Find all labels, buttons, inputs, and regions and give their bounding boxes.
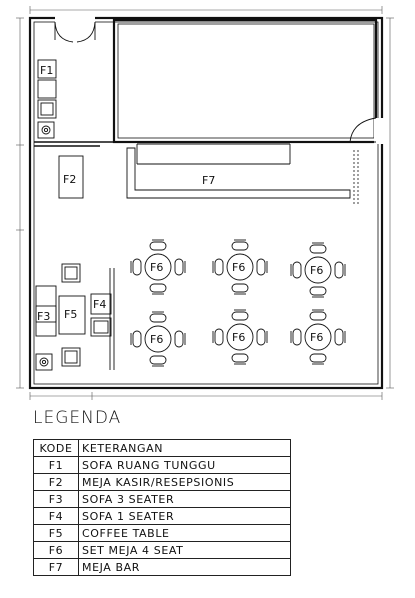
- table-set: F6: [212, 239, 268, 295]
- cashier-desk: [58, 155, 84, 199]
- lounge-divider: [109, 268, 115, 370]
- table-set: F6: [212, 309, 268, 365]
- legend-description: SOFA RUANG TUNGGU: [78, 456, 291, 474]
- label-f2: F2: [63, 173, 76, 186]
- chair: [132, 330, 142, 348]
- chair: [231, 241, 249, 251]
- chair: [231, 311, 249, 321]
- kitchen-door: [349, 117, 384, 144]
- chair: [174, 258, 184, 276]
- window-marks: [353, 150, 359, 205]
- dimension-lines: [16, 6, 394, 400]
- legend-description: MEJA BAR: [78, 558, 291, 576]
- round-table: [226, 253, 254, 281]
- chair: [149, 313, 167, 323]
- legend-code: F2: [33, 473, 79, 491]
- label-f4: F4: [93, 298, 106, 311]
- left-partition: [34, 141, 118, 147]
- legend-table: KODE KETERANGAN F1 SOFA RUANG TUNGGU F2 …: [33, 439, 291, 576]
- legend-header-code: KODE: [33, 439, 79, 457]
- legend-code: F4: [33, 507, 79, 525]
- table-set: F6: [290, 242, 346, 298]
- bar-counter: [126, 143, 351, 199]
- legend-code: F3: [33, 490, 79, 508]
- table-set: F6: [130, 311, 186, 367]
- chair: [309, 311, 327, 321]
- chair: [256, 328, 266, 346]
- chair: [334, 328, 344, 346]
- label-f6: F6: [232, 261, 245, 274]
- chair: [309, 353, 327, 363]
- chair: [149, 355, 167, 365]
- legend-description: COFFEE TABLE: [78, 524, 291, 542]
- chair: [214, 328, 224, 346]
- legend-description: SET MEJA 4 SEAT: [78, 541, 291, 559]
- label-f5: F5: [64, 308, 77, 321]
- legend-row: F1 SOFA RUANG TUNGGU: [33, 456, 291, 474]
- chair: [334, 261, 344, 279]
- label-f6: F6: [232, 331, 245, 344]
- chair: [132, 258, 142, 276]
- chair: [214, 258, 224, 276]
- lounge-furniture: [35, 263, 112, 371]
- label-f6: F6: [310, 331, 323, 344]
- table-set: F6: [130, 239, 186, 295]
- kitchen-room: [112, 18, 378, 144]
- legend-row: F2 MEJA KASIR/RESEPSIONIS: [33, 473, 291, 491]
- chair: [149, 241, 167, 251]
- outer-walls: [28, 16, 384, 390]
- legend-code: F1: [33, 456, 79, 474]
- label-f6: F6: [310, 264, 323, 277]
- legend-row: F6 SET MEJA 4 SEAT: [33, 541, 291, 559]
- round-table: [304, 256, 332, 284]
- chair: [292, 328, 302, 346]
- round-table: [144, 253, 172, 281]
- label-f1: F1: [40, 64, 53, 77]
- label-f3: F3: [37, 310, 50, 323]
- chair: [231, 353, 249, 363]
- legend-description: MEJA KASIR/RESEPSIONIS: [78, 473, 291, 491]
- legend-description: SOFA 1 SEATER: [78, 507, 291, 525]
- table-set: F6: [290, 309, 346, 365]
- legend-code: F6: [33, 541, 79, 559]
- legend-description: SOFA 3 SEATER: [78, 490, 291, 508]
- chair: [149, 283, 167, 293]
- legend-code: F5: [33, 524, 79, 542]
- label-f7: F7: [202, 174, 215, 187]
- legend-code: F7: [33, 558, 79, 576]
- chair: [292, 261, 302, 279]
- chair: [309, 286, 327, 296]
- waiting-sofa: [37, 59, 57, 139]
- legend-header-row: KODE KETERANGAN: [33, 439, 291, 457]
- label-f6: F6: [150, 261, 163, 274]
- legend-row: F5 COFFEE TABLE: [33, 524, 291, 542]
- chair: [309, 244, 327, 254]
- round-table: [304, 323, 332, 351]
- round-table: [226, 323, 254, 351]
- legend-row: F4 SOFA 1 SEATER: [33, 507, 291, 525]
- entrance-door: [54, 16, 96, 43]
- chair: [174, 330, 184, 348]
- label-f6: F6: [150, 333, 163, 346]
- legend-row: F3 SOFA 3 SEATER: [33, 490, 291, 508]
- legend-row: F7 MEJA BAR: [33, 558, 291, 576]
- chair: [231, 283, 249, 293]
- chair: [256, 258, 266, 276]
- legend-header-description: KETERANGAN: [78, 439, 291, 457]
- legend-title: LEGENDA: [33, 408, 122, 428]
- round-table: [144, 325, 172, 353]
